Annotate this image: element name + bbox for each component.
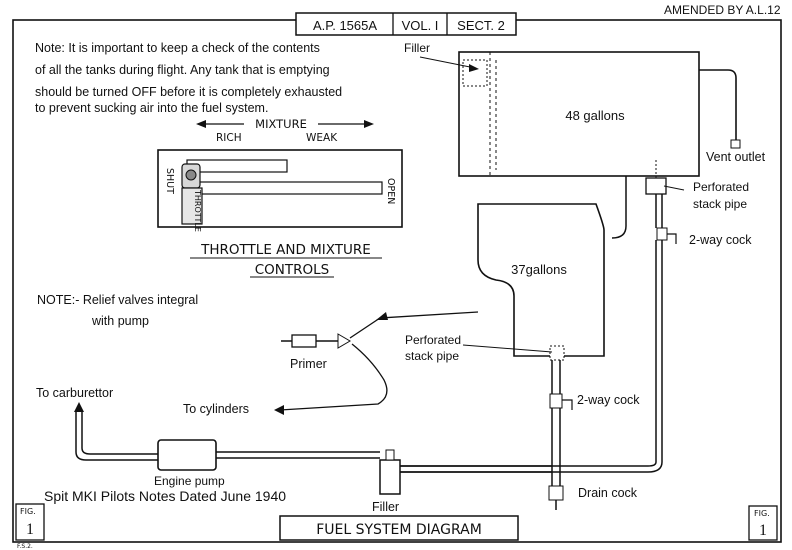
drain-cock-label: Drain cock bbox=[578, 486, 638, 500]
fig-box-left: FIG. 1 bbox=[15, 503, 45, 541]
two-way-lower-label: 2-way cock bbox=[577, 393, 640, 407]
perforated-lower-1: Perforated bbox=[405, 333, 461, 347]
upper-tank-48: 48 gallons bbox=[458, 51, 700, 177]
ref-vol: VOL. I bbox=[402, 18, 439, 33]
note-line-3: should be turned OFF before it is comple… bbox=[35, 85, 342, 99]
relief-note-2: with pump bbox=[91, 314, 149, 328]
note-line-2: of all the tanks during flight. Any tank… bbox=[35, 63, 330, 77]
corner-mark: F.S.2. bbox=[17, 543, 33, 550]
fig-number-left: 1 bbox=[26, 521, 34, 538]
weak-label: WEAK bbox=[306, 132, 338, 144]
perforated-upper-1: Perforated bbox=[693, 180, 749, 194]
fig-box-right: FIG. 1 bbox=[748, 505, 778, 541]
tank-37-label: 37gallons bbox=[511, 262, 567, 277]
fig-label-left: FIG. bbox=[20, 507, 36, 516]
vent-outlet-label: Vent outlet bbox=[706, 150, 766, 164]
controls-title-2: CONTROLS bbox=[255, 262, 330, 278]
filler-bottom-label: Filler bbox=[372, 500, 399, 514]
throttle-quadrant: SHUT THROTTLE OPEN bbox=[157, 149, 403, 232]
relief-note-1: NOTE:- Relief valves integral bbox=[37, 293, 198, 307]
shut-label: SHUT bbox=[164, 168, 175, 194]
primer-label: Primer bbox=[290, 357, 327, 371]
amended-note: AMENDED BY A.L.12 bbox=[664, 3, 781, 17]
primer-pump bbox=[281, 333, 351, 349]
lower-tank-37: 37gallons bbox=[477, 203, 605, 357]
note-block: Note: It is important to keep a check of… bbox=[35, 41, 342, 115]
fig-label-right: FIG. bbox=[754, 509, 770, 518]
ref-ap: A.P. 1565A bbox=[313, 18, 377, 33]
reference-box: A.P. 1565A VOL. I SECT. 2 bbox=[295, 12, 517, 36]
two-way-upper-label: 2-way cock bbox=[689, 233, 752, 247]
throttle-label: THROTTLE bbox=[193, 189, 202, 232]
open-label: OPEN bbox=[385, 178, 396, 204]
filler-top-label: Filler bbox=[404, 41, 430, 55]
to-cylinders-label: To cylinders bbox=[183, 402, 249, 416]
diagram-title-box bbox=[279, 515, 519, 541]
engine-pump bbox=[157, 439, 217, 471]
caption: Spit MKI Pilots Notes Dated June 1940 bbox=[44, 488, 286, 504]
controls-title-1: THROTTLE AND MIXTURE bbox=[200, 242, 371, 258]
note-line-1: Note: It is important to keep a check of… bbox=[35, 41, 320, 55]
engine-pump-label: Engine pump bbox=[154, 474, 225, 488]
fuel-filter bbox=[379, 459, 401, 495]
throttle-lever bbox=[181, 187, 203, 225]
fig-number-right: 1 bbox=[759, 522, 767, 539]
perforated-upper-2: stack pipe bbox=[693, 197, 747, 211]
perforated-lower-2: stack pipe bbox=[405, 349, 459, 363]
to-carburettor-label: To carburettor bbox=[36, 386, 113, 400]
tank-48-label: 48 gallons bbox=[565, 108, 625, 123]
ref-sect: SECT. 2 bbox=[457, 18, 505, 33]
note-line-4: to prevent sucking air into the fuel sys… bbox=[35, 101, 268, 115]
rich-label: RICH bbox=[216, 132, 242, 144]
mixture-label: MIXTURE bbox=[255, 117, 307, 131]
diagram-title: FUEL SYSTEM DIAGRAM bbox=[316, 522, 482, 538]
mixture-indicator: MIXTURE RICH WEAK bbox=[196, 116, 374, 144]
